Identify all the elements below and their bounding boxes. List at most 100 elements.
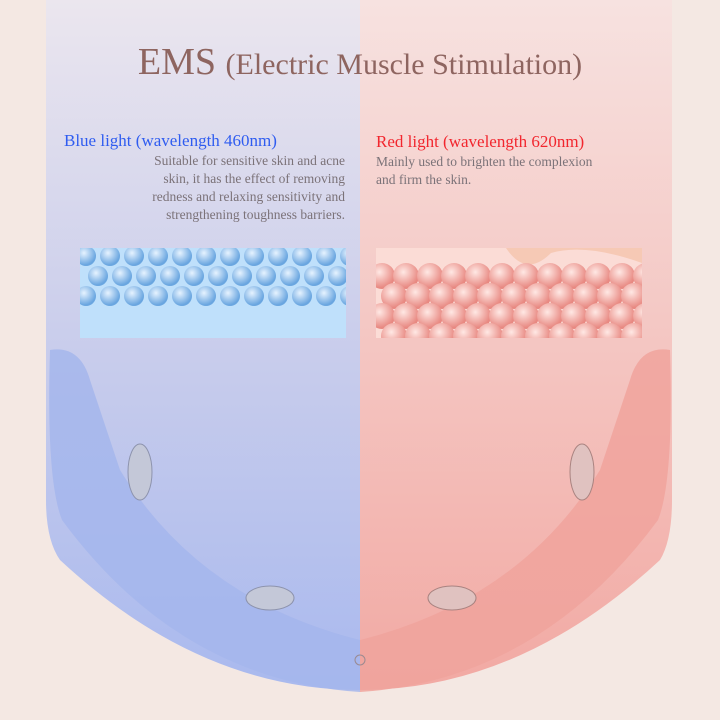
cell-bubble [585, 263, 611, 289]
cell-bubble [429, 323, 455, 338]
cell-bubble [537, 303, 563, 329]
cell-bubble [393, 263, 419, 289]
button-icon [354, 654, 366, 666]
cell-bubble [621, 283, 642, 309]
cell-bubble [304, 266, 324, 286]
blue-light-heading: Blue light (wavelength 460nm) [64, 131, 277, 150]
cell-bubble [525, 283, 551, 309]
cell-bubble [196, 248, 216, 266]
cell-bubble [513, 303, 539, 329]
cell-bubble [465, 263, 491, 289]
cell-bubble [376, 303, 395, 329]
title-main: EMS [137, 41, 217, 83]
cell-bubble [609, 303, 635, 329]
cell-bubble [172, 248, 192, 266]
page-title: EMS (Electric Muscle Stimulation) [0, 40, 720, 84]
cell-bubble [160, 266, 180, 286]
cell-bubble [381, 283, 407, 309]
blue-skin-cells-image [80, 248, 346, 338]
cell-bubble [328, 266, 346, 286]
cell-bubble [256, 266, 276, 286]
device-band-right [360, 349, 671, 692]
cell-bubble [633, 303, 642, 329]
title-sub: (Electric Muscle Stimulation) [225, 48, 583, 81]
cell-bubble [100, 286, 120, 306]
desc-line: redness and relaxing sensitivity and [152, 189, 345, 204]
device-band-left [49, 349, 360, 692]
cell-bubble [208, 266, 228, 286]
cell-bubble [381, 323, 407, 338]
cell-bubble [609, 263, 635, 289]
cell-bubble [196, 286, 216, 306]
desc-line: Mainly used to brighten the complexion [376, 154, 593, 169]
electrode-icon [427, 585, 477, 611]
cell-bubble [489, 263, 515, 289]
cell-bubble [549, 323, 575, 338]
cell-bubble [316, 248, 336, 266]
cell-bubble [244, 286, 264, 306]
cell-bubble [465, 303, 491, 329]
cell-bubble [417, 263, 443, 289]
cell-bubble [561, 303, 587, 329]
cell-bubble [340, 286, 346, 306]
cell-bubble [316, 286, 336, 306]
cell-bubble [537, 263, 563, 289]
cell-bubble [501, 323, 527, 338]
cell-bubble [393, 303, 419, 329]
cell-bubble [340, 248, 346, 266]
cell-bubble [232, 266, 252, 286]
cell-bubble [597, 323, 623, 338]
blue-light-description: Suitable for sensitive skin and acne ski… [152, 152, 345, 224]
cell-bubble [513, 263, 539, 289]
cell-bubble [489, 303, 515, 329]
cell-bubble [405, 283, 431, 309]
red-light-heading: Red light (wavelength 620nm) [376, 132, 585, 151]
cell-bubble [417, 303, 443, 329]
cell-bubble [80, 248, 96, 266]
cell-bubble [124, 248, 144, 266]
electrode-icon [127, 443, 153, 501]
cell-bubble [172, 286, 192, 306]
cell-bubble [148, 286, 168, 306]
red-skin-cells-image [376, 248, 642, 338]
desc-line: skin, it has the effect of removing [163, 171, 345, 186]
cell-bubble [244, 248, 264, 266]
cell-bubble [280, 266, 300, 286]
cell-bubble [292, 248, 312, 266]
cell-bubble [441, 303, 467, 329]
cell-bubble [525, 323, 551, 338]
cell-bubble [585, 303, 611, 329]
cell-bubble [477, 323, 503, 338]
cell-bubble [80, 286, 96, 306]
cell-bubble [549, 283, 575, 309]
cell-bubble [405, 323, 431, 338]
electrode-icon [569, 443, 595, 501]
cell-bubble [88, 266, 108, 286]
red-light-description: Mainly used to brighten the complexion a… [376, 153, 592, 189]
cell-bubble [220, 248, 240, 266]
cell-bubble [429, 283, 455, 309]
cell-bubble [573, 283, 599, 309]
cell-bubble [184, 266, 204, 286]
cell-bubble [376, 263, 395, 289]
cell-bubble [112, 266, 132, 286]
desc-line: strengthening toughness barriers. [166, 207, 345, 222]
cell-bubble [124, 286, 144, 306]
cell-bubble [501, 283, 527, 309]
cell-bubble [292, 286, 312, 306]
cell-bubble [268, 248, 288, 266]
cell-bubble [633, 263, 642, 289]
cell-bubble [561, 263, 587, 289]
cell-bubble [453, 283, 479, 309]
desc-line: and firm the skin. [376, 172, 472, 187]
cell-bubble [453, 323, 479, 338]
cell-bubble [136, 266, 156, 286]
cell-bubble [268, 286, 288, 306]
cell-bubble [477, 283, 503, 309]
cell-bubble [100, 248, 120, 266]
cell-bubble [621, 323, 642, 338]
cell-bubble [220, 286, 240, 306]
electrode-icon [245, 585, 295, 611]
cell-bubble [148, 248, 168, 266]
